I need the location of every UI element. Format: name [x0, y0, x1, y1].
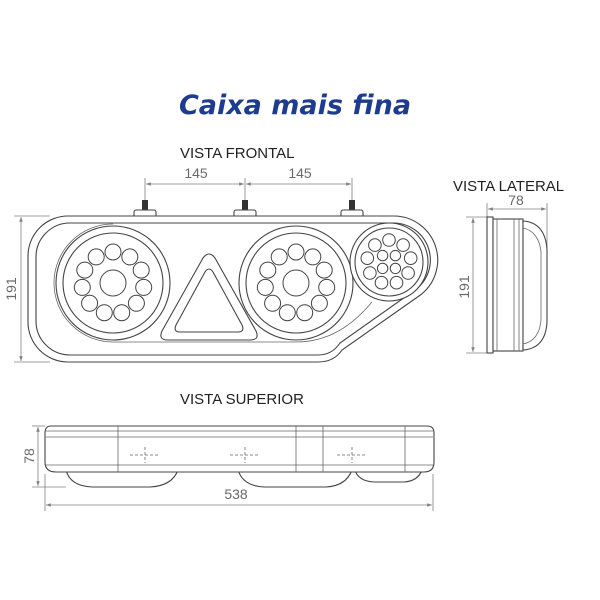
side-body: [492, 218, 524, 352]
led: [264, 294, 282, 312]
led: [87, 248, 105, 266]
led: [389, 249, 402, 262]
led: [376, 249, 389, 262]
led: [382, 233, 396, 247]
lamp-lens-ring: [354, 227, 424, 297]
lamp-lens-ring: [62, 232, 164, 334]
dimension-side-depth: 78: [486, 192, 548, 250]
led: [374, 275, 389, 290]
dimension-top-width-text: 538: [224, 486, 248, 502]
dimension-side-height: 191: [456, 216, 487, 354]
stud-center-mark: [130, 447, 160, 463]
led: [256, 278, 274, 296]
side-lens: [522, 220, 548, 351]
top-body: [44, 425, 435, 473]
led: [113, 304, 131, 322]
middle-lamp: [238, 225, 354, 341]
led: [296, 304, 314, 322]
top-lens-middle: [237, 469, 353, 488]
led: [396, 238, 410, 252]
led: [389, 275, 404, 290]
lens-frame: [53, 223, 373, 343]
side-back-plate: [486, 216, 494, 354]
led: [363, 266, 377, 280]
dimension-top-depth-text: 78: [21, 448, 37, 464]
mounting-studs: [133, 200, 364, 219]
led: [403, 251, 418, 266]
dimension-front-height-text: 191: [3, 277, 19, 301]
stud: [142, 200, 148, 211]
dimension-side-height-text: 191: [456, 275, 472, 299]
top-view: VISTA SUPERIOR 78: [21, 391, 435, 511]
led: [76, 261, 94, 279]
dimension-side-depth-text: 78: [508, 192, 524, 208]
stud: [349, 200, 355, 211]
top-view-label: VISTA SUPERIOR: [180, 391, 304, 408]
top-lens-left: [65, 469, 179, 488]
triangle-inner: [174, 268, 244, 333]
led: [368, 238, 382, 252]
led: [376, 262, 389, 275]
dimension-top-depth: 78: [21, 425, 66, 488]
led: [304, 248, 322, 266]
led: [99, 269, 127, 297]
triangle-outer: [160, 253, 258, 341]
led: [104, 243, 122, 261]
side-lens-inner: [522, 227, 542, 345]
housing-inner-outline: [35, 222, 431, 356]
led: [81, 294, 99, 312]
reflector-triangle: [160, 253, 258, 341]
led: [259, 261, 277, 279]
dimension-spacing-left-text: 145: [184, 165, 208, 181]
dimension-front-height: 191: [3, 215, 50, 363]
led: [132, 261, 150, 279]
drawing-title: Caixa mais fina: [179, 90, 411, 121]
led: [310, 294, 328, 312]
led: [401, 266, 415, 280]
dimension-top-width: 538: [44, 474, 434, 511]
led: [278, 304, 296, 322]
led: [127, 294, 145, 312]
dimension-spacing: 145 145: [144, 165, 353, 206]
led: [287, 243, 305, 261]
led: [95, 304, 113, 322]
led: [73, 278, 91, 296]
led: [270, 248, 288, 266]
side-view: VISTA LATERAL 78 191: [453, 178, 564, 354]
side-view-label: VISTA LATERAL: [453, 178, 564, 195]
lamp-lens-ring: [245, 232, 347, 334]
led: [135, 278, 153, 296]
left-lamp: [55, 225, 171, 341]
led: [315, 261, 333, 279]
led: [318, 278, 336, 296]
stud-center-mark: [230, 447, 260, 463]
front-view: VISTA FRONTAL 145 145 191: [3, 145, 439, 363]
front-view-label: VISTA FRONTAL: [180, 145, 294, 162]
top-lens-right: [354, 469, 423, 483]
stud-center-mark: [337, 447, 367, 463]
dimension-spacing-right-text: 145: [288, 165, 312, 181]
led: [121, 248, 139, 266]
led: [389, 262, 402, 275]
right-lamp: [349, 222, 429, 302]
led: [360, 251, 375, 266]
stud: [242, 200, 248, 211]
led: [282, 269, 310, 297]
